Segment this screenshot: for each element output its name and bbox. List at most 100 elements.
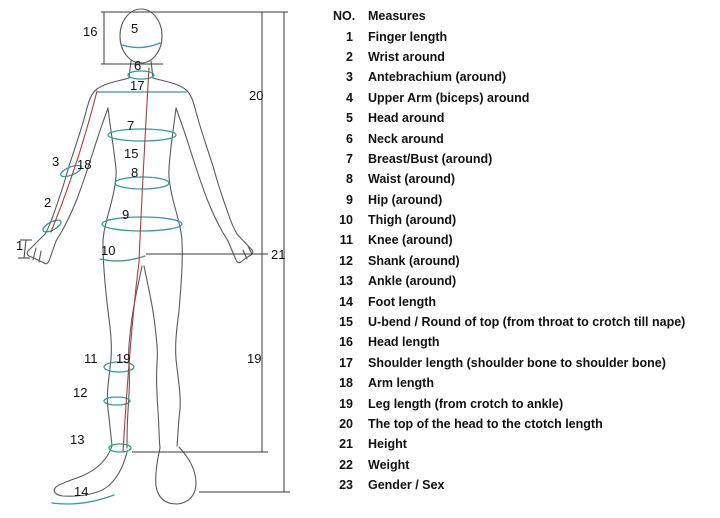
measure-label: Foot length <box>368 294 437 309</box>
measure-number: 19 <box>339 396 353 411</box>
figure-label-11: 11 <box>84 351 98 366</box>
measure-label: Antebrachium (around) <box>368 70 507 85</box>
figure-label-2: 2 <box>44 195 51 210</box>
figure-number-labels: 16 5 6 17 7 3 18 15 8 2 9 1 10 20 21 11 … <box>16 21 285 499</box>
measure-number: 1 <box>346 29 353 44</box>
figure-label-15: 15 <box>124 146 138 161</box>
measure-number: 12 <box>339 253 353 268</box>
figure-label-9: 9 <box>122 207 129 222</box>
figure-label-21: 21 <box>271 247 285 262</box>
legend-row: 4 Upper Arm (biceps) around <box>333 88 717 108</box>
measure-number: 23 <box>339 478 353 493</box>
figure-label-3: 3 <box>52 154 59 169</box>
neck-around-line-6 <box>127 70 155 80</box>
figure-label-1: 1 <box>16 238 23 253</box>
figure-label-14: 14 <box>74 484 88 499</box>
measure-label: Hip (around) <box>368 192 443 207</box>
legend-row: 17 Shoulder length (shoulder bone to shou… <box>333 353 717 373</box>
figure-label-17: 17 <box>130 78 144 93</box>
legend-row: 23 Gender / Sex <box>333 475 717 495</box>
figure-label-10: 10 <box>101 243 115 258</box>
figure-label-8: 8 <box>131 165 138 180</box>
legend-row: 19 Leg length (from crotch to ankle) <box>333 393 717 413</box>
measure-label: Arm length <box>368 376 434 391</box>
torso-left <box>102 107 117 244</box>
legend-row: 14 Foot length <box>333 291 717 311</box>
figure-label-5: 5 <box>131 21 138 36</box>
thigh-around-line-10 <box>99 255 146 262</box>
measure-label: The top of the head to the ctotch length <box>368 417 603 431</box>
measure-label: Shoulder length (shoulder bone to should… <box>368 355 666 370</box>
left-arm-outer <box>44 77 130 235</box>
left-leg-outer <box>102 242 113 447</box>
foot-length-line-14 <box>51 494 115 505</box>
left-hand <box>26 233 57 265</box>
figure-label-18: 18 <box>77 157 91 172</box>
measure-label: Head length <box>368 335 440 350</box>
legend-row: 3 Antebrachium (around) <box>333 67 717 87</box>
leg-length-line-19 <box>122 261 140 453</box>
girth-measurement-lines <box>42 42 187 505</box>
figure-label-19-leg: 19 <box>116 351 130 366</box>
knee-around-line-11 <box>103 361 135 373</box>
measure-number: 18 <box>339 376 353 391</box>
legend-row: 22 Weight <box>333 455 717 475</box>
measure-number: 11 <box>339 233 353 248</box>
measure-number: 17 <box>339 355 353 370</box>
measure-label: Waist (around) <box>368 172 456 187</box>
measure-label: Neck around <box>368 131 444 146</box>
measure-number: 22 <box>339 457 353 472</box>
figure-label-16: 16 <box>83 24 97 39</box>
measure-number: 9 <box>346 192 353 207</box>
wrist-around-line-2 <box>42 219 62 233</box>
measure-label: Thigh (around) <box>368 213 457 228</box>
legend-row: 5 Head around <box>333 108 717 128</box>
measure-label: Gender / Sex <box>368 478 445 493</box>
measure-label: Weight <box>368 457 410 472</box>
measure-label: Upper Arm (biceps) around <box>368 90 530 105</box>
figure-label-13: 13 <box>70 432 84 447</box>
measure-number: 6 <box>346 131 353 146</box>
hip-around-line-9 <box>101 216 183 232</box>
measure-number: 21 <box>339 437 353 452</box>
measure-number: 14 <box>339 294 353 309</box>
measure-number: 3 <box>346 70 353 85</box>
measure-number: 5 <box>346 111 353 126</box>
measure-label: Finger length <box>368 29 448 44</box>
figure-label-20: 20 <box>249 88 263 103</box>
measure-label: Breast/Bust (around) <box>368 151 493 166</box>
figure-label-7: 7 <box>127 118 134 133</box>
measure-number: 2 <box>346 49 353 64</box>
figure-label-6: 6 <box>134 58 141 73</box>
legend-row: 9 Hip (around) <box>333 190 717 210</box>
legend-header-measures: Measures <box>368 9 426 24</box>
finger-length-line-1 <box>18 239 32 259</box>
measure-label: Leg length (from crotch to ankle) <box>368 396 564 411</box>
left-arm-inner <box>55 107 109 242</box>
head-outline <box>119 8 163 64</box>
head-around-line-5 <box>121 42 161 49</box>
measure-number: 7 <box>346 151 353 166</box>
measure-number: 4 <box>346 90 353 105</box>
legend-row: 1 Finger length <box>333 26 717 46</box>
bust-around-line-7 <box>107 128 177 142</box>
ankle-around-line-13 <box>108 443 132 453</box>
measure-label: Head around <box>368 111 445 126</box>
measure-label: Knee (around) <box>368 233 453 248</box>
arm-length-line-18 <box>50 90 98 233</box>
legend-row: 18 Arm length <box>333 373 717 393</box>
length-measurement-lines <box>50 67 150 453</box>
right-foot <box>155 446 197 505</box>
shank-around-line-12 <box>103 396 131 406</box>
right-arm-outer <box>152 77 238 235</box>
figure-label-12: 12 <box>73 385 87 400</box>
measure-label: Ankle (around) <box>368 274 457 289</box>
right-leg-inner <box>143 265 161 449</box>
